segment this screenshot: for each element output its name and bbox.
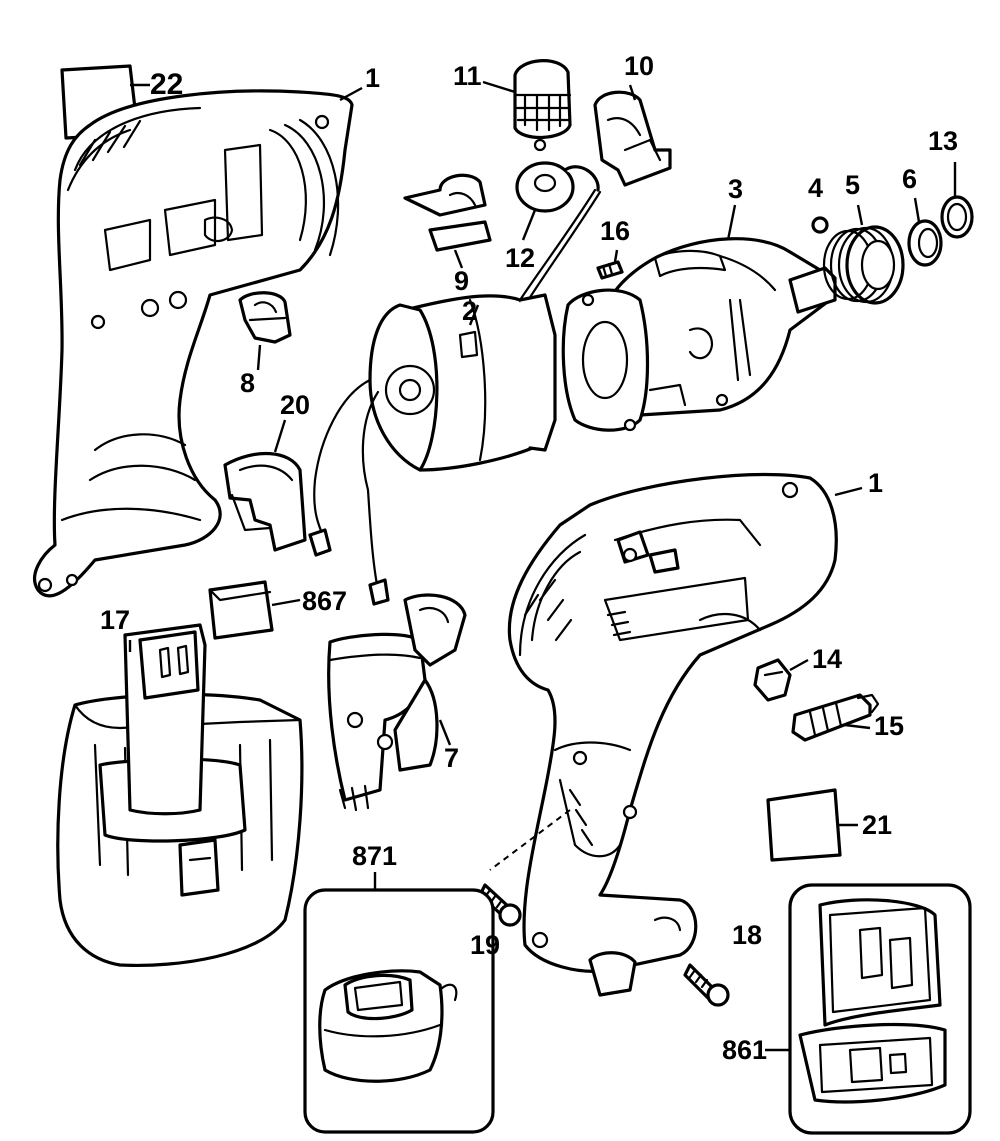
callout-17: 17 <box>100 605 131 635</box>
part-4-washer <box>811 216 829 234</box>
part-11-knob <box>482 59 572 152</box>
callout-16: 16 <box>600 216 631 246</box>
callout-861: 861 <box>722 1035 768 1065</box>
part-9-bracket <box>403 173 492 269</box>
callout-10: 10 <box>624 51 655 81</box>
part-13-retaining-ring <box>940 162 974 239</box>
part-14-bit-clip <box>753 658 809 702</box>
callout-867: 867 <box>302 586 348 616</box>
part-5-spring <box>822 204 905 305</box>
part-21-label <box>766 788 858 862</box>
part-7-switch <box>327 593 467 812</box>
callout-5: 5 <box>845 170 861 200</box>
part-15-bit <box>791 693 880 742</box>
callout-3: 3 <box>728 174 744 204</box>
callout-9: 9 <box>454 266 470 296</box>
part-867-block <box>208 580 301 640</box>
part-12-lamp <box>515 161 602 304</box>
part-16-screw <box>596 249 624 280</box>
callout-6: 6 <box>902 164 918 194</box>
part-8-brush-holder <box>238 291 292 371</box>
part-10-clip <box>593 84 672 187</box>
callout-7: 7 <box>444 743 460 773</box>
callout-8: 8 <box>240 368 256 398</box>
part-2-motor <box>308 293 557 606</box>
callout-21: 21 <box>862 810 893 840</box>
callout-871: 871 <box>352 841 398 871</box>
part-17-battery <box>56 623 304 967</box>
part-20-shield <box>223 419 307 552</box>
part-6-ring <box>907 197 943 267</box>
callout-18: 18 <box>732 920 763 950</box>
part-1-right-housing <box>489 472 863 997</box>
callout-15: 15 <box>874 711 905 741</box>
part-861-case <box>765 883 972 1135</box>
callout-1-left-housing: 1 <box>365 63 381 93</box>
callout-2: 2 <box>462 296 478 326</box>
callout-4: 4 <box>808 173 824 203</box>
callout-11: 11 <box>453 61 482 91</box>
part-871-charger <box>303 872 495 1134</box>
callout-19: 19 <box>470 930 501 960</box>
callout-20: 20 <box>280 390 311 420</box>
callout-1-right-housing: 1 <box>868 468 884 498</box>
callout-13: 13 <box>928 126 959 156</box>
part-18-screw <box>683 963 730 1007</box>
part-3-gear-housing <box>561 204 837 432</box>
callout-22: 22 <box>150 68 184 101</box>
callout-14: 14 <box>812 644 843 674</box>
part-1-left-housing <box>33 86 363 598</box>
callout-12: 12 <box>505 243 536 273</box>
